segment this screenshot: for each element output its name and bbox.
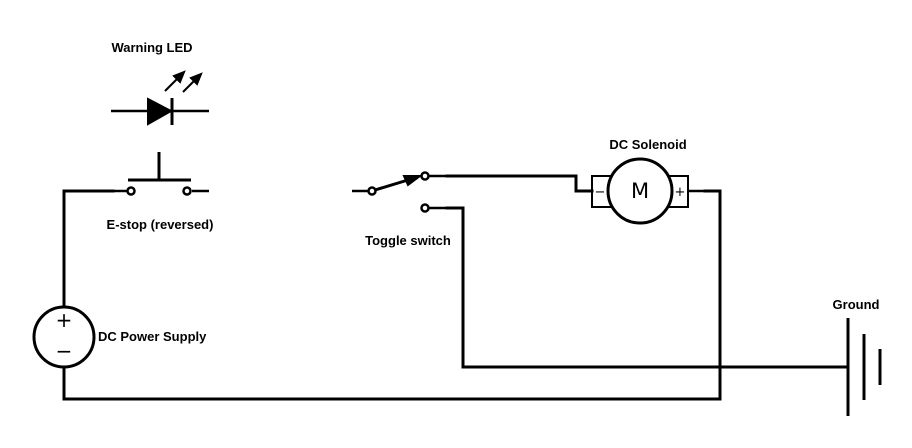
supply-minus-sign: − [56,339,73,363]
dc-solenoid: M − + [591,157,705,225]
label-warning-led: Warning LED [111,40,192,55]
label-ground: Ground [833,297,880,312]
warning-led [111,70,209,126]
led-light-arrows-icon [164,70,203,93]
supply-plus-sign: + [56,308,73,332]
motor-letter: M [631,179,649,203]
ground-symbol-icon [846,318,882,416]
label-toggle-switch: Toggle switch [365,233,451,248]
motor-minus-sign: − [595,185,606,200]
label-estop: E-stop (reversed) [107,217,214,232]
wire-toggle-to-ground [445,206,848,369]
estop-switch [113,152,209,196]
wire-toggle-to-solenoid [445,174,594,193]
wires [62,174,848,401]
label-dc-solenoid: DC Solenoid [609,137,686,152]
dc-power-supply: + − [32,305,96,369]
motor-plus-sign: + [675,185,686,200]
wire-supply-return [62,189,722,401]
wire-supply-to-estop [62,189,115,307]
led-diode-icon [147,97,174,126]
label-dc-power-supply: DC Power Supply [98,329,207,344]
toggle-switch [352,171,447,213]
